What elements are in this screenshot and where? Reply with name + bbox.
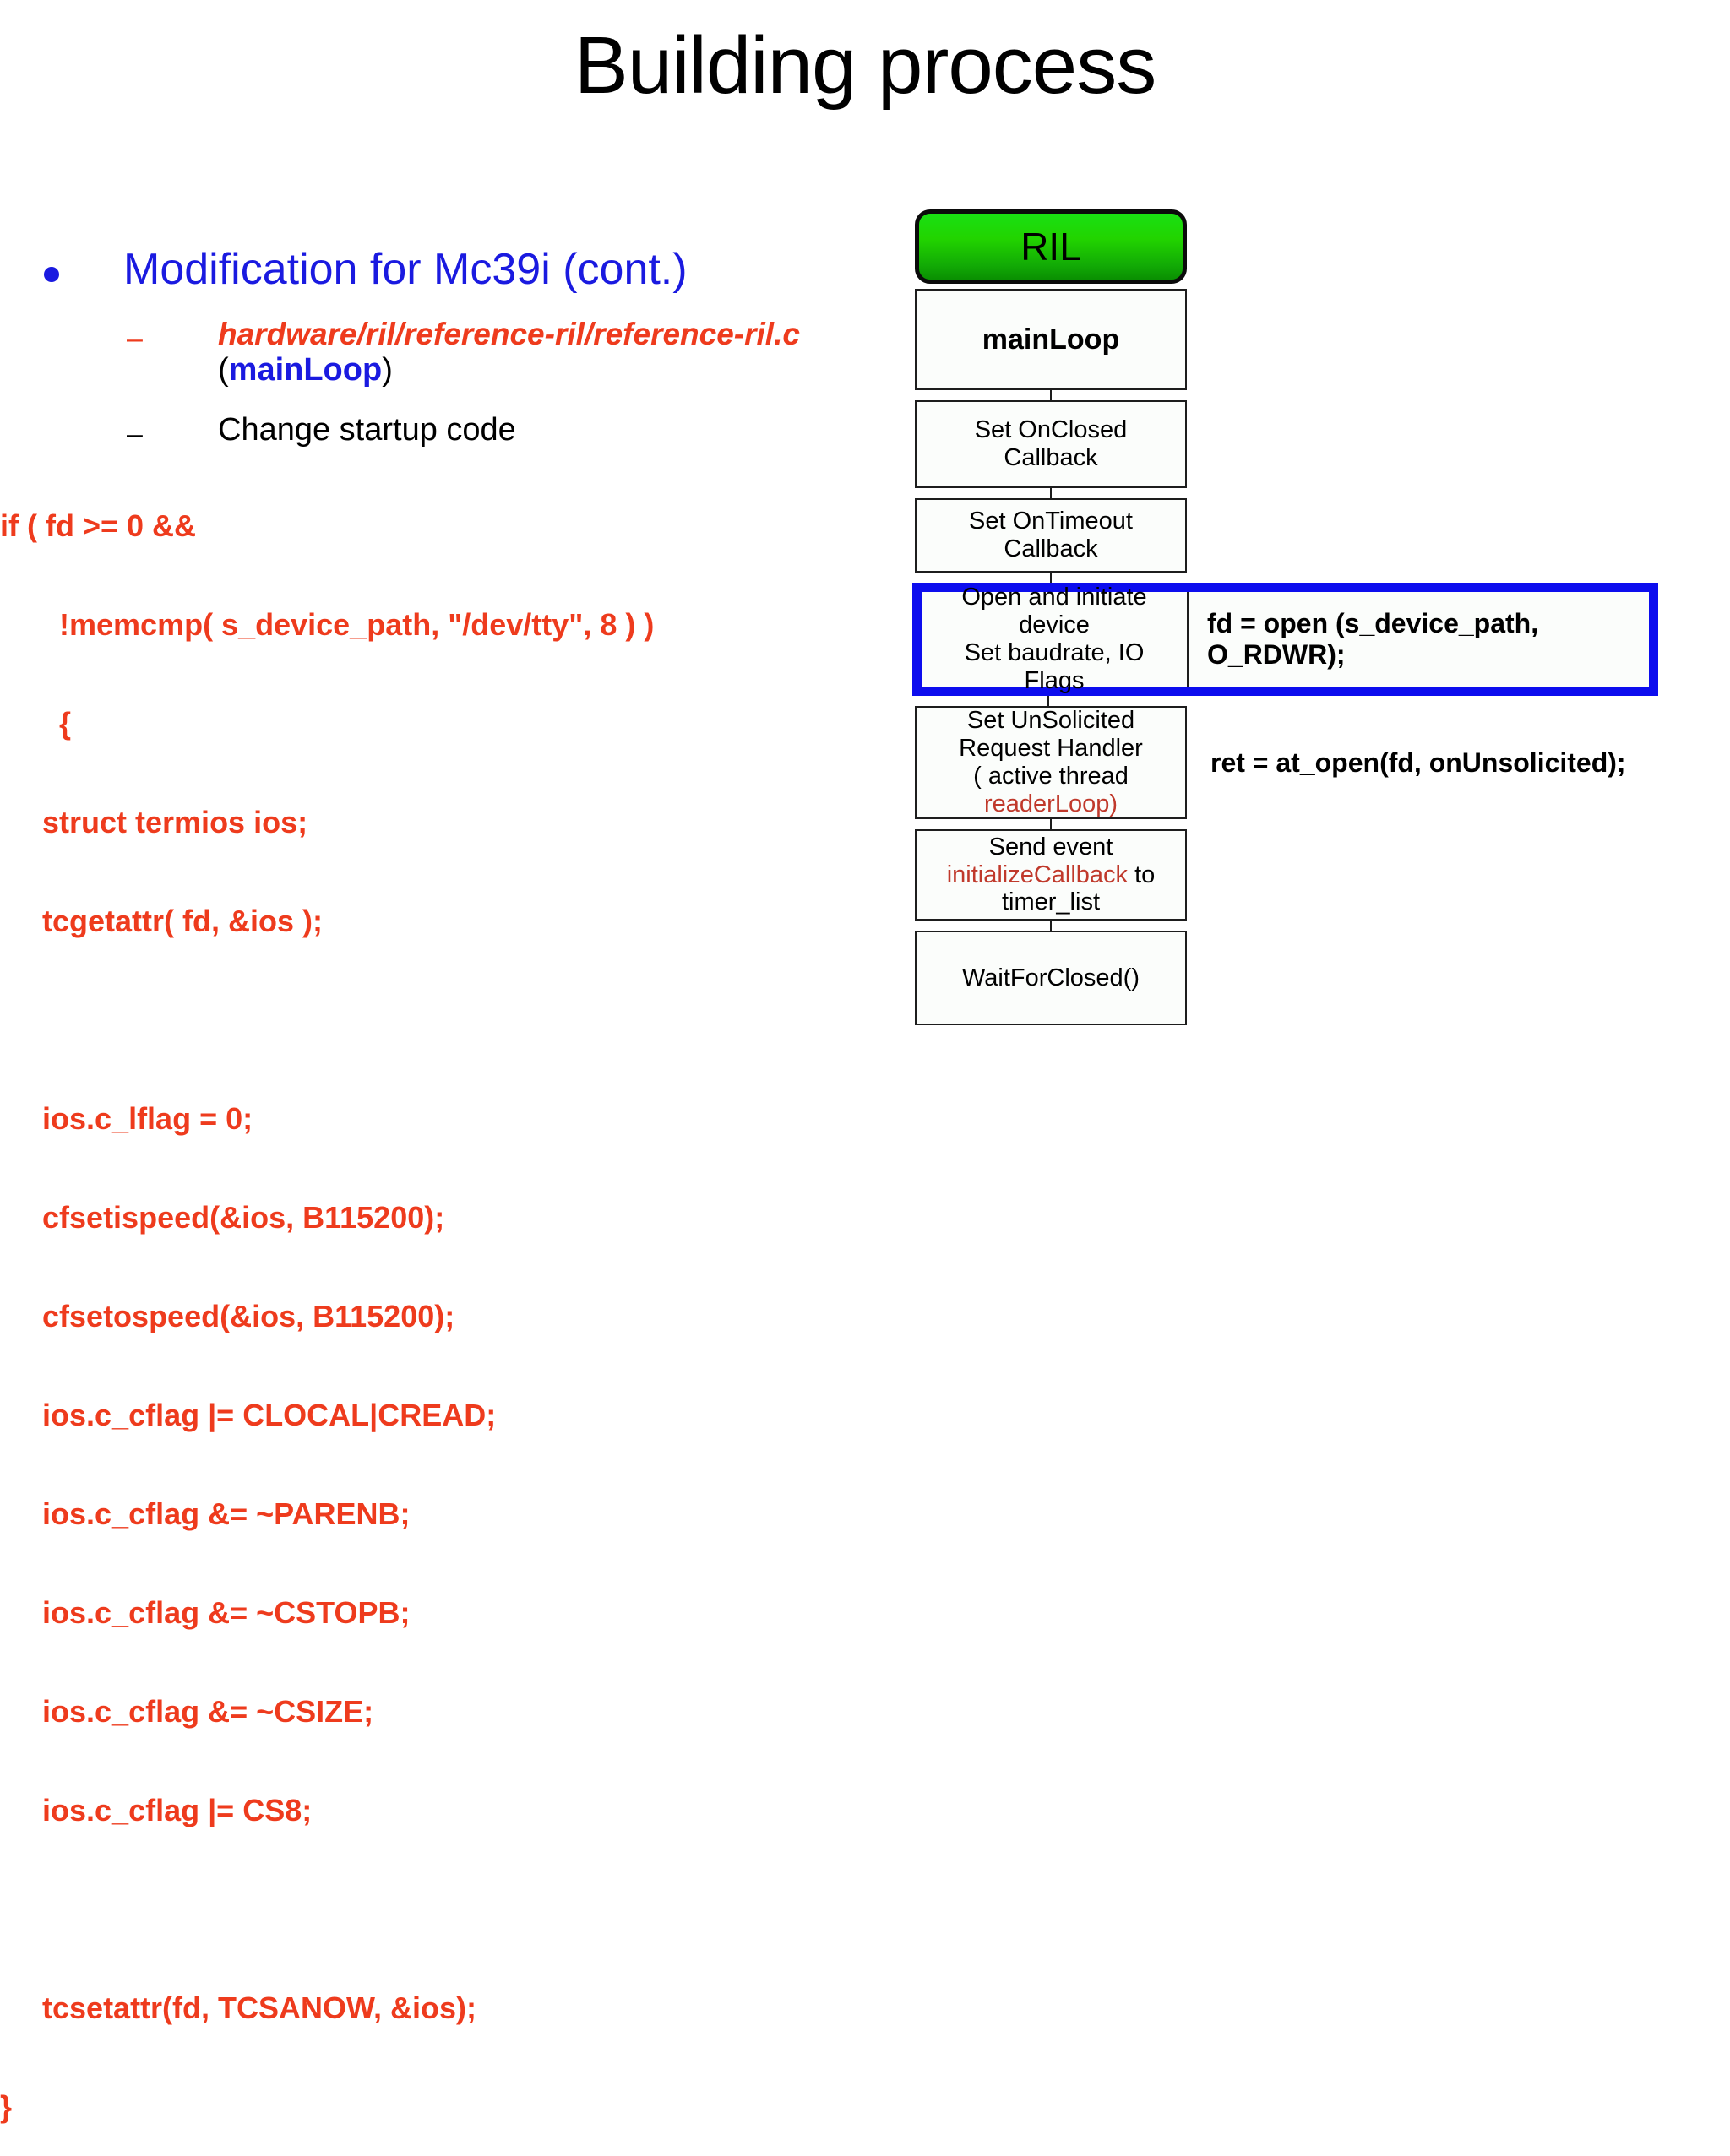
flowchart-node-sendevent-line2-wrap: initializeCallback to: [922, 861, 1180, 889]
code-line: ios.c_cflag |= CLOCAL|CREAD;: [0, 1398, 497, 1432]
flowchart-annotation-unsolicited: ret = at_open(fd, onUnsolicited);: [1210, 747, 1626, 778]
flowchart-node-ontimeout-label: Set OnTimeout Callback: [969, 508, 1133, 562]
flowchart-node-unsolicited-line1: Set UnSolicited: [966, 707, 1135, 735]
code-line: struct termios ios;: [0, 805, 308, 839]
code-line: ios.c_cflag &= ~PARENB;: [0, 1496, 411, 1531]
sub-item-file-path-body: hardware/ril/reference-ril/reference-ril…: [218, 316, 800, 388]
sub-item-change-startup: – Change startup code: [0, 411, 895, 449]
code-line: !memcmp( s_device_path, "/dev/tty", 8 ) …: [0, 607, 655, 642]
code-line: }: [0, 2089, 13, 2124]
flowchart-node-waitforclosed: WaitForClosed(): [915, 931, 1187, 1025]
flowchart-node-sendevent-line2-suffix: to: [1128, 861, 1156, 888]
source-file-path: hardware/ril/reference-ril/reference-ril…: [218, 317, 800, 352]
flowchart-highlight-region: Open and initiate device Set baudrate, I…: [912, 583, 1658, 696]
flowchart-connector: [1050, 819, 1052, 829]
code-line: ios.c_cflag &= ~CSTOPB;: [0, 1595, 411, 1630]
bullet-dot-icon: [44, 267, 59, 282]
flowchart-node-sendevent: Send event initializeCallback to timer_l…: [915, 829, 1187, 921]
paren-open: (: [218, 351, 229, 388]
flowchart-node-opendevice-label: Open and initiate device Set baudrate, I…: [961, 584, 1147, 694]
flowchart-annotation-open-device: fd = open (s_device_path, O_RDWR);: [1207, 608, 1539, 670]
flowchart-node-unsolicited-line3: ( active thread: [973, 763, 1129, 790]
code-line-blank: [0, 1003, 895, 1036]
flowchart-node-mainloop: mainLoop: [915, 289, 1187, 390]
code-line: ios.c_cflag &= ~CSIZE;: [0, 1694, 374, 1729]
flowchart-connector: [1050, 573, 1052, 583]
dash-marker-icon: –: [127, 323, 143, 356]
code-line: ios.c_lflag = 0;: [0, 1101, 253, 1136]
bullet-item-modification: Modification for Mc39i (cont.): [0, 245, 895, 294]
bullet-item-label: Modification for Mc39i (cont.): [123, 245, 688, 294]
flowchart-connector: [1050, 488, 1052, 498]
flowchart-connector: [1050, 921, 1052, 931]
flowchart-node-unsolicited: Set UnSolicited Request Handler ( active…: [915, 706, 1187, 819]
function-name: mainLoop: [228, 351, 383, 388]
flowchart-node-opendevice: Open and initiate device Set baudrate, I…: [922, 584, 1189, 694]
flowchart-node-unsolicited-line4: readerLoop): [984, 790, 1118, 817]
flowchart-node-ril: RIL: [915, 209, 1187, 284]
code-line: {: [0, 706, 72, 741]
code-line: tcgetattr( fd, &ios );: [0, 904, 323, 938]
ril-flowchart: RIL mainLoop Set OnClosed Callback Set O…: [912, 209, 1675, 1025]
sub-item-file-path: – hardware/ril/reference-ril/reference-r…: [0, 316, 895, 388]
sub-item-change-startup-label: Change startup code: [218, 411, 516, 448]
flowchart-node-unsolicited-line2: Request Handler: [959, 735, 1143, 763]
flowchart-node-sendevent-line3: timer_list: [1001, 888, 1100, 916]
page-title: Building process: [574, 20, 1156, 111]
dash-marker-icon: –: [127, 417, 143, 450]
code-line: ios.c_cflag |= CS8;: [0, 1793, 313, 1827]
flowchart-node-sendevent-callback: initializeCallback: [946, 861, 1129, 888]
flowchart-connector: [1050, 390, 1052, 400]
function-reference: (mainLoop): [218, 351, 800, 389]
flowchart-node-ontimeout: Set OnTimeout Callback: [915, 498, 1187, 573]
left-content-column: Modification for Mc39i (cont.) – hardwar…: [0, 245, 895, 1191]
flowchart-connector: [1047, 696, 1049, 706]
flowchart-node-onclosed: Set OnClosed Callback: [915, 400, 1187, 488]
code-line: tcsetattr(fd, TCSANOW, &ios);: [0, 1990, 477, 2025]
paren-close: ): [382, 351, 393, 388]
flowchart-row-unsolicited: Set UnSolicited Request Handler ( active…: [915, 706, 1675, 819]
code-snippet: if ( fd >= 0 && !memcmp( s_device_path, …: [0, 443, 895, 2156]
code-line: cfsetospeed(&ios, B115200);: [0, 1299, 455, 1333]
code-line: if ( fd >= 0 &&: [0, 508, 197, 543]
code-line-blank: [0, 1893, 895, 1925]
flowchart-node-onclosed-label: Set OnClosed Callback: [974, 416, 1128, 471]
flowchart-node-sendevent-line1: Send event: [988, 833, 1113, 861]
code-line: cfsetispeed(&ios, B115200);: [0, 1200, 445, 1235]
